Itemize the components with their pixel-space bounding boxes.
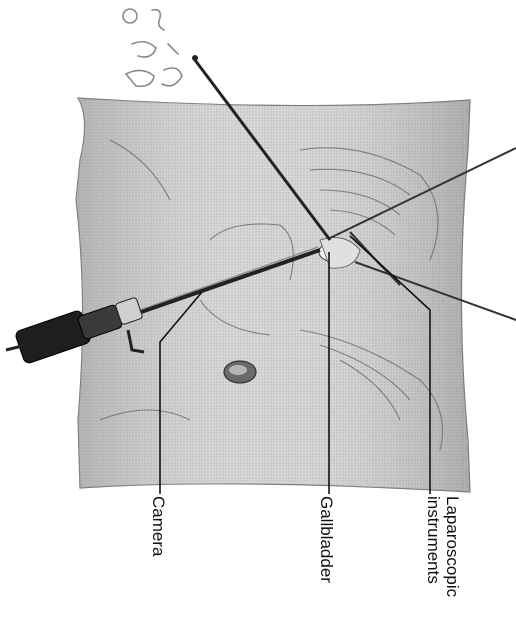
label-instruments-line2: instruments xyxy=(424,496,443,597)
label-camera: Camera xyxy=(149,496,168,556)
label-gallbladder: Gallbladder xyxy=(317,496,336,583)
label-instruments-line1: Laparoscopic xyxy=(443,496,462,597)
handwritten-annotation xyxy=(112,4,192,100)
label-laparoscopic-instruments: Laparoscopic instruments xyxy=(424,496,462,597)
